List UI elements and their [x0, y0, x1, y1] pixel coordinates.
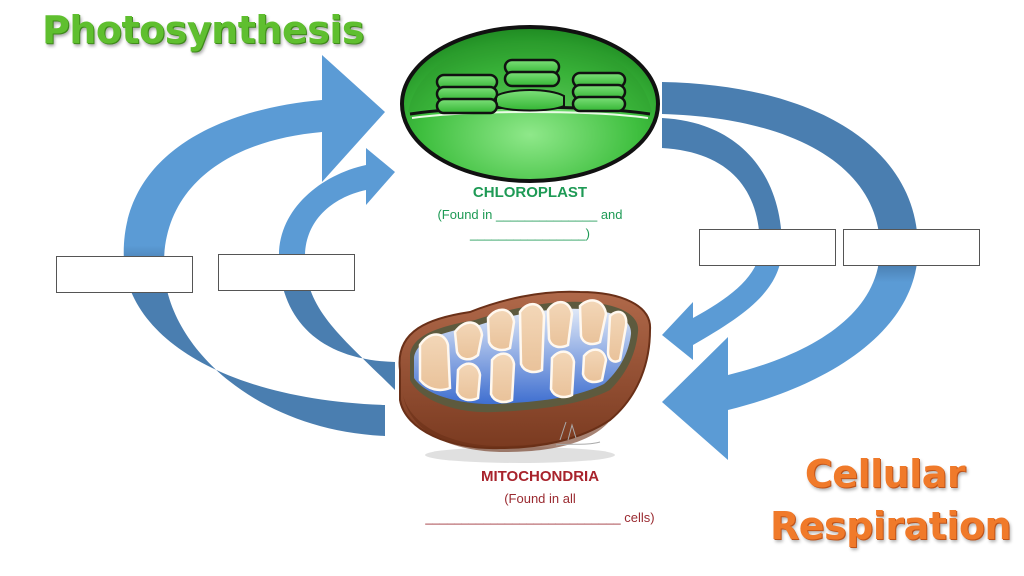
photosynthesis-arrow-inner [278, 148, 395, 390]
photosynthesis-input-outer[interactable] [56, 256, 193, 293]
mitochondria-found-in-line2: ___________________________ cells) [425, 510, 655, 525]
chloroplast-label: CHLOROPLAST (Found in ______________ and… [380, 184, 680, 243]
respiration-arrow-inner [662, 118, 782, 360]
mitochondria-label: MITOCHONDRIA (Found in all _____________… [380, 468, 700, 527]
chloroplast-found-in-line1: (Found in ______________ and [437, 207, 623, 222]
photosynthesis-title: Photosynthesis [42, 8, 364, 52]
chloroplast-illustration [400, 25, 660, 183]
respiration-input-outer[interactable] [843, 229, 980, 266]
chloroplast-found-in-line2: ________________) [469, 226, 590, 241]
cellular-respiration-title: Cellular Respiration [770, 448, 1012, 552]
respiration-input-inner[interactable] [699, 229, 836, 266]
mitochondria-name: MITOCHONDRIA [480, 468, 600, 485]
mitochondria-illustration [398, 290, 652, 463]
photosynthesis-input-inner[interactable] [218, 254, 355, 291]
chloroplast-name: CHLOROPLAST [472, 184, 588, 201]
cellular-respiration-title-line2: Respiration [770, 504, 1012, 548]
mitochondria-found-in-line1: (Found in all [504, 491, 576, 506]
cellular-respiration-title-line1: Cellular [804, 452, 966, 496]
respiration-arrow-outer [662, 82, 918, 460]
photosynthesis-arrow-outer [123, 55, 385, 436]
